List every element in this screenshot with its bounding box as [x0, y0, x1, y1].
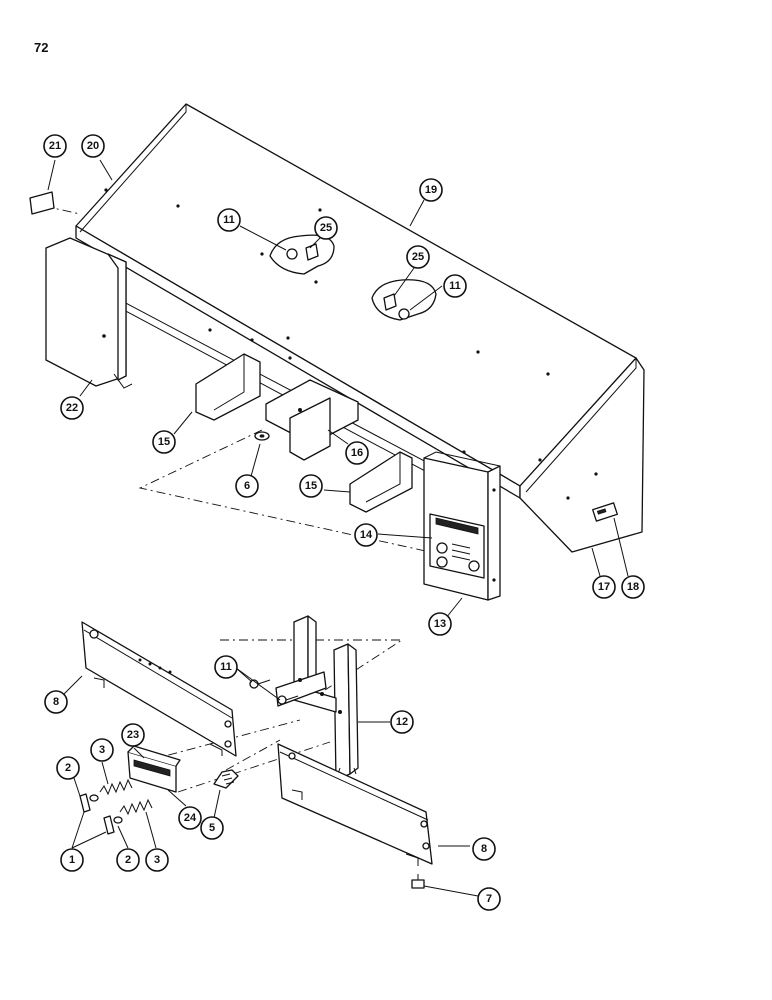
svg-text:15: 15 — [305, 480, 317, 492]
callout-11: 11 — [217, 208, 241, 232]
bracket-15-left — [195, 353, 261, 421]
svg-text:25: 25 — [412, 251, 424, 263]
page-number: 72 — [34, 40, 49, 55]
callout-3: 3 — [90, 738, 114, 762]
svg-text:23: 23 — [127, 729, 139, 741]
svg-text:21: 21 — [49, 140, 61, 152]
decal-14 — [429, 513, 485, 579]
callout-18: 18 — [621, 575, 645, 599]
svg-text:16: 16 — [351, 447, 363, 459]
upright-frame-12 — [275, 615, 359, 781]
svg-text:1: 1 — [69, 854, 75, 866]
pin-1-upper — [79, 793, 91, 813]
washer-2-upper — [89, 794, 99, 802]
callout-11: 11 — [443, 274, 467, 298]
latch-plate-23 — [127, 745, 181, 793]
callout-23: 23 — [121, 723, 145, 747]
inspection-cutaway-right — [371, 279, 437, 321]
svg-text:3: 3 — [99, 744, 105, 756]
callouts: 21 20 19 11 25 25 11 22 15 16 6 15 14 13… — [43, 134, 645, 911]
svg-text:20: 20 — [87, 140, 99, 152]
callout-25: 25 — [406, 245, 430, 269]
washer-6 — [254, 431, 270, 441]
svg-text:19: 19 — [425, 184, 437, 196]
svg-text:15: 15 — [158, 436, 170, 448]
svg-text:24: 24 — [184, 812, 197, 824]
callout-6: 6 — [235, 474, 259, 498]
spring-3-lower — [119, 798, 153, 816]
callout-11: 11 — [214, 655, 238, 679]
callout-7: 7 — [477, 887, 501, 911]
spring-3-upper — [99, 778, 133, 796]
hood-assembly — [75, 103, 645, 553]
svg-text:14: 14 — [360, 529, 373, 541]
callout-2: 2 — [116, 848, 140, 872]
callout-19: 19 — [419, 178, 443, 202]
svg-text:11: 11 — [449, 280, 461, 292]
svg-text:22: 22 — [66, 402, 78, 414]
svg-text:18: 18 — [627, 581, 639, 593]
end-cover-left — [45, 237, 133, 389]
svg-text:2: 2 — [65, 762, 71, 774]
side-panel-8-upper — [81, 621, 237, 757]
callout-3: 3 — [145, 848, 169, 872]
clip-7 — [411, 874, 425, 889]
bolts-11-lower — [249, 679, 299, 705]
leader-lines — [47, 159, 629, 897]
svg-text:25: 25 — [320, 222, 332, 234]
callout-24: 24 — [178, 806, 202, 830]
latch-5 — [213, 769, 239, 789]
svg-text:3: 3 — [154, 854, 160, 866]
callout-12: 12 — [390, 710, 414, 734]
svg-text:2: 2 — [125, 854, 131, 866]
svg-text:11: 11 — [223, 214, 235, 226]
callout-13: 13 — [428, 612, 452, 636]
decal-21 — [29, 191, 55, 215]
svg-text:8: 8 — [53, 696, 59, 708]
svg-text:13: 13 — [434, 618, 446, 630]
callout-2: 2 — [56, 756, 80, 780]
callout-1: 1 — [60, 848, 84, 872]
svg-text:17: 17 — [598, 581, 610, 593]
mount-16 — [265, 379, 359, 461]
pin-1-lower — [103, 815, 115, 835]
inspection-cutaway-left — [269, 234, 335, 275]
callout-8: 8 — [472, 837, 496, 861]
side-panel-8-lower — [277, 743, 433, 866]
svg-text:6: 6 — [244, 480, 250, 492]
svg-text:5: 5 — [209, 822, 215, 834]
bracket-15-right — [349, 451, 413, 513]
callout-17: 17 — [592, 575, 616, 599]
callout-14: 14 — [354, 523, 378, 547]
callout-21: 21 — [43, 134, 67, 158]
callout-15: 15 — [299, 474, 323, 498]
callout-25: 25 — [314, 216, 338, 240]
callout-8: 8 — [44, 690, 68, 714]
svg-text:11: 11 — [220, 661, 232, 673]
callout-5: 5 — [200, 816, 224, 840]
svg-text:8: 8 — [481, 843, 487, 855]
svg-text:12: 12 — [396, 716, 408, 728]
svg-text:7: 7 — [486, 893, 492, 905]
callout-16: 16 — [345, 441, 369, 465]
callout-22: 22 — [60, 396, 84, 420]
callout-15: 15 — [152, 430, 176, 454]
callout-20: 20 — [81, 134, 105, 158]
washer-2-lower — [113, 816, 123, 824]
